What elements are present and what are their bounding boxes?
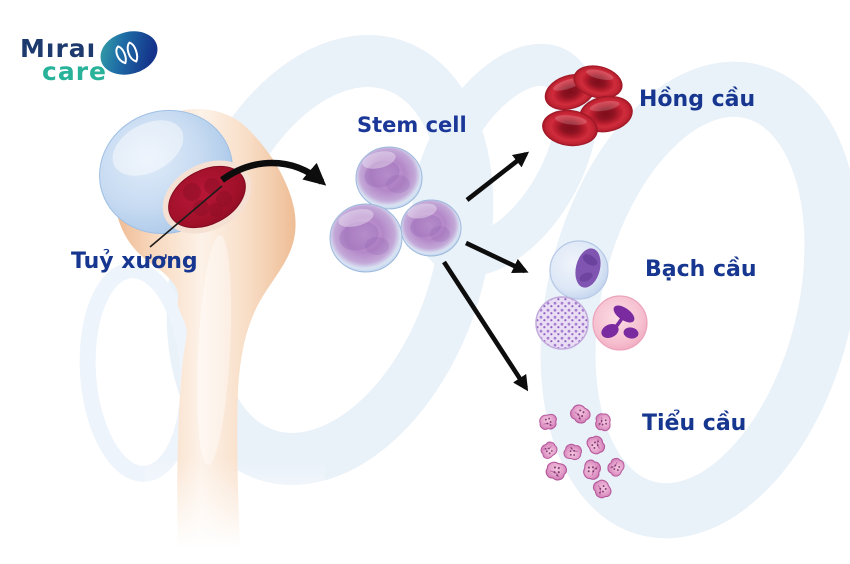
mirai-care-logo: Mıraı care (20, 26, 170, 92)
label-bone-marrow: Tuỷ xương (71, 249, 198, 274)
arrow-to-red-cells (465, 151, 530, 202)
m-wave-glyph (115, 41, 139, 65)
arrow-to-platelets (442, 260, 529, 392)
stem-cell (355, 146, 423, 210)
differentiation-arrows (442, 151, 530, 392)
marrow-pointer-line (149, 185, 223, 248)
label-white-blood-cells: Bạch cầu (645, 257, 757, 282)
stem-cell (329, 203, 403, 273)
arrow-to-white-cells (465, 240, 529, 274)
neutrophil-cell (592, 295, 648, 351)
red-blood-cell (573, 65, 623, 99)
label-platelets: Tiểu cầu (642, 411, 747, 436)
eosinophil-cell (535, 296, 589, 350)
red-blood-cell-group (542, 65, 633, 147)
lymphocyte-cell (549, 240, 609, 300)
red-blood-cell (542, 109, 598, 147)
stem-cell-cluster (329, 146, 462, 273)
logo-care-text: care (42, 57, 107, 86)
mirai-m-badge-icon (100, 31, 158, 75)
label-red-blood-cells: Hồng cầu (639, 87, 756, 112)
stem-cell (400, 199, 462, 257)
label-stem-cell: Stem cell (357, 113, 467, 137)
white-blood-cell-group (535, 240, 648, 351)
logo-brand-text: Mıraı (20, 34, 97, 63)
marrow-to-stem-arrow (220, 159, 327, 186)
